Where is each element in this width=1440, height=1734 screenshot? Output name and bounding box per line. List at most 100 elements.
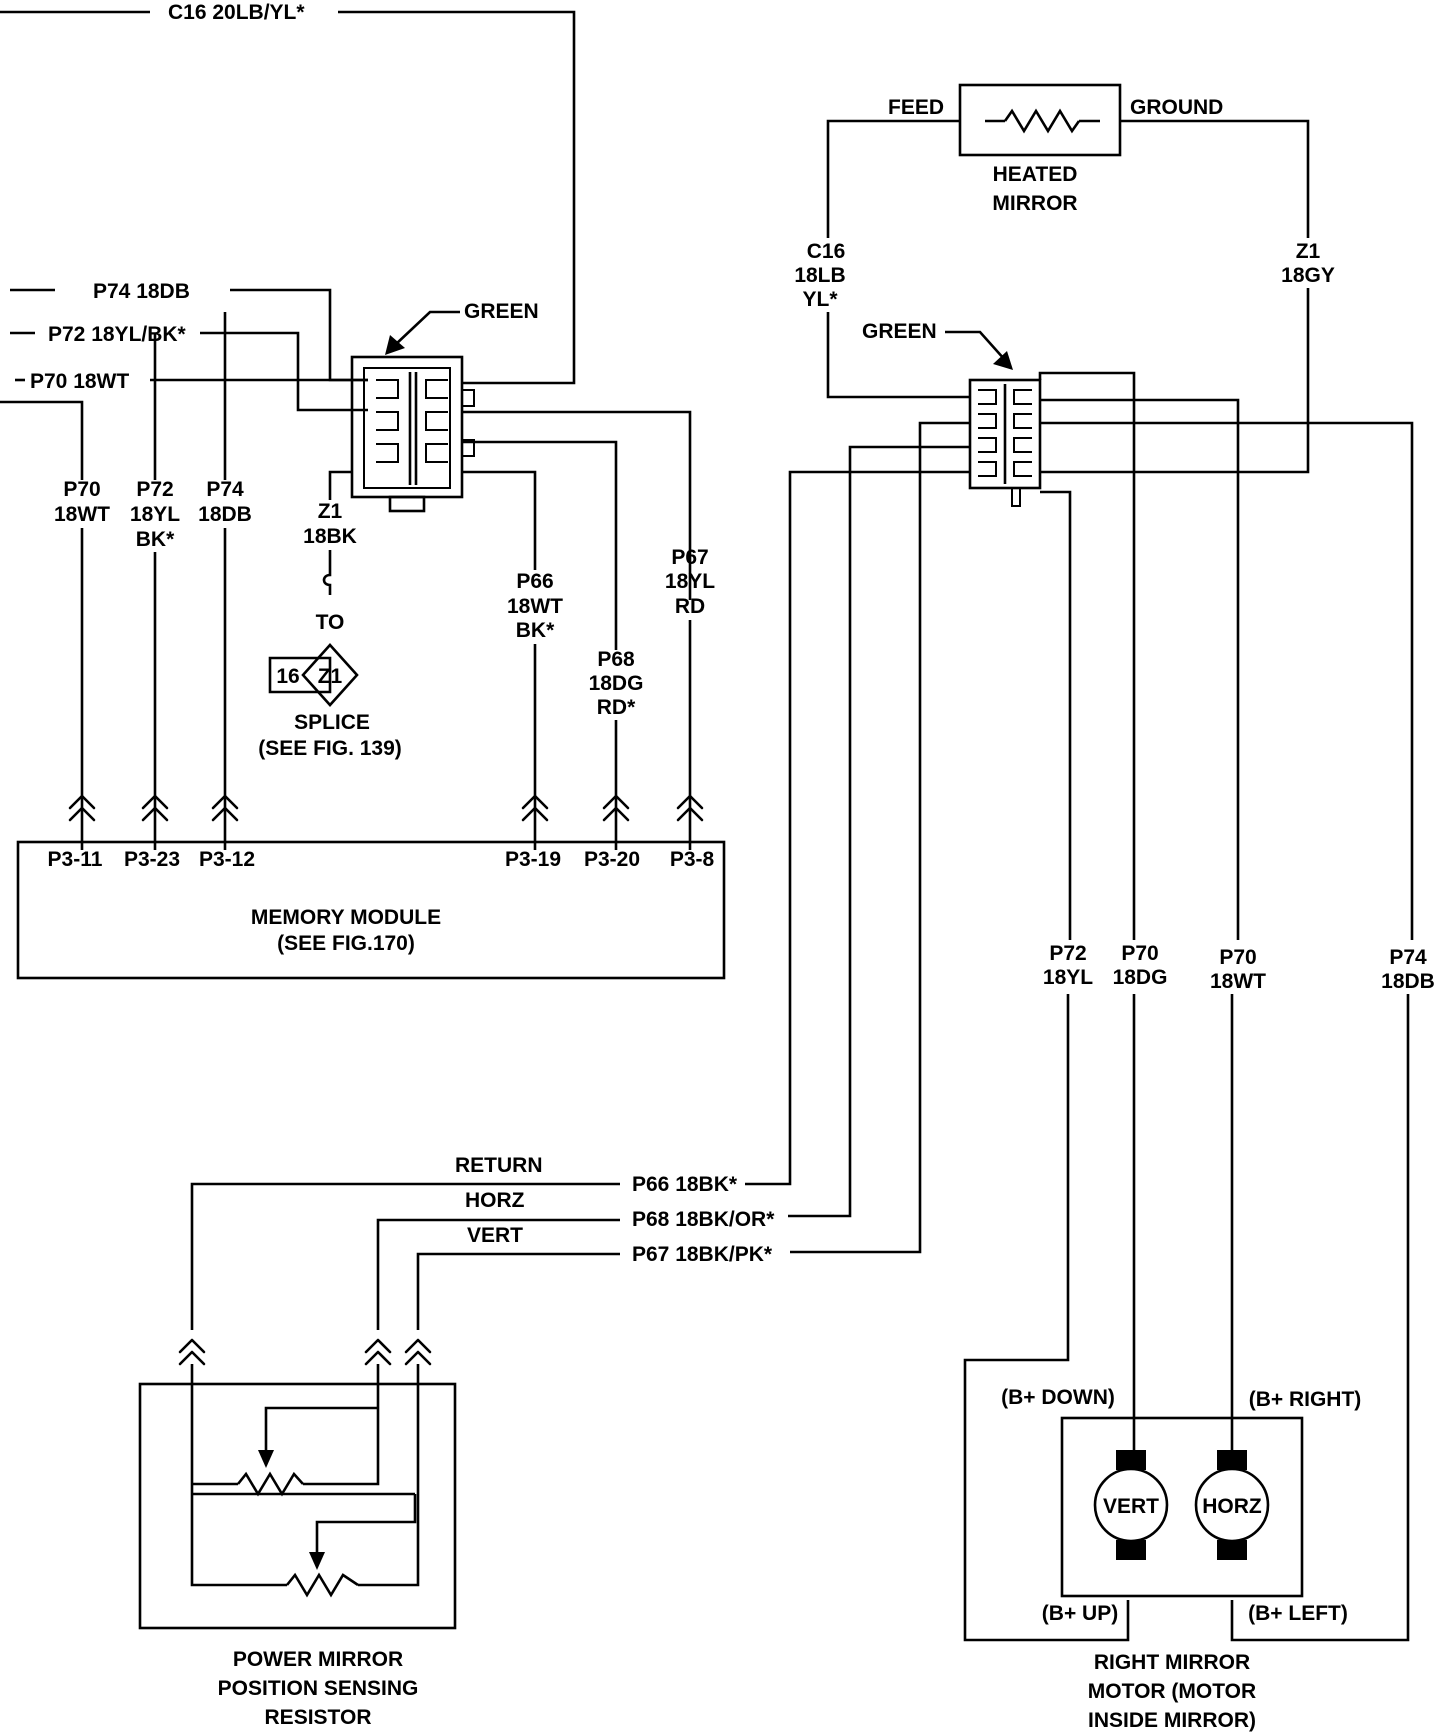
diagram-label: (B+ RIGHT)	[1249, 1388, 1362, 1411]
diagram-label: POSITION SENSING	[218, 1677, 419, 1700]
diagram-label: RIGHT MIRROR	[1094, 1651, 1250, 1674]
diagram-label: HEATED	[993, 163, 1078, 186]
diagram-label: 18DG	[589, 672, 644, 695]
left-drop-branches	[0, 312, 227, 480]
diagram-label: P3-23	[124, 848, 180, 871]
diagram-label: P3-20	[584, 848, 640, 871]
diagram-label: POWER MIRROR	[233, 1648, 403, 1671]
sensor-wires: RETURN HORZ VERT P66 18BK* P68 18BK/OR* …	[190, 1154, 775, 1330]
wire-p70-label: P70 18WT	[30, 370, 129, 393]
diagram-label: (B+ UP)	[1042, 1602, 1118, 1625]
diagram-label: TO	[316, 611, 345, 634]
diagram-label: C16	[807, 240, 846, 263]
position-sensing-resistor: POWER MIRROR POSITION SENSING RESISTOR	[138, 1338, 457, 1729]
wire-p72-label: P72 18YL/BK*	[48, 323, 187, 346]
diagram-label: 18WT	[507, 595, 563, 618]
diagram-label: (SEE FIG.170)	[277, 932, 415, 955]
diagram-label: MEMORY MODULE	[251, 906, 441, 929]
diagram-label: RETURN	[455, 1154, 543, 1177]
diagram-label: P70	[1219, 946, 1256, 969]
diagram-label: Z1	[318, 500, 343, 523]
motor-wire-labels: P72 18YL P70 18DG P70 18WT P74 18DB	[1043, 942, 1435, 993]
diagram-label: MIRROR	[992, 192, 1077, 215]
diagram-label: P68 18BK/OR*	[632, 1208, 775, 1231]
right-connector-wires	[745, 371, 1414, 1254]
diagram-label: P70	[63, 478, 100, 501]
wire-p74-label: P74 18DB	[93, 280, 190, 303]
drop-p68: P68 18DG RD*	[589, 648, 644, 850]
diagram-label: 18YL	[1043, 966, 1093, 989]
drop-p66: P66 18WT BK*	[507, 570, 563, 850]
diagram-label: P70	[1121, 942, 1158, 965]
heated-ground-wire: GROUND Z1 18GY	[1040, 96, 1335, 474]
diagram-label: RD*	[597, 696, 636, 719]
drop-p72: P72 18YL BK*	[130, 478, 180, 850]
diagram-label: RD	[675, 595, 705, 618]
diagram-label: 18YL	[130, 503, 180, 526]
diagram-label: Z1	[1296, 240, 1321, 263]
diagram-label: P3-8	[670, 848, 715, 871]
diagram-label: GREEN	[862, 320, 937, 343]
memory-module: P3-11 P3-23 P3-12 P3-19 P3-20 P3-8 MEMOR…	[16, 794, 726, 980]
diagram-label: 18WT	[1210, 970, 1266, 993]
diagram-label: P67 18BK/PK*	[632, 1243, 773, 1266]
diagram-label: SPLICE	[294, 711, 370, 734]
diagram-label: 18DB	[1381, 970, 1435, 993]
memory-module-terminals	[68, 794, 704, 822]
diagram-label: (SEE FIG. 139)	[258, 737, 402, 760]
diagram-label: P72	[136, 478, 173, 501]
diagram-label: 18WT	[54, 503, 110, 526]
diagram-label: YL*	[802, 288, 838, 311]
diagram-label: 18BK	[303, 525, 357, 548]
horz-motor: HORZ	[1194, 1450, 1270, 1560]
diagram-label: VERT	[467, 1224, 523, 1247]
diagram-label: P74	[1389, 946, 1427, 969]
diagram-label: 18DG	[1113, 966, 1168, 989]
diagram-label: BK*	[516, 619, 555, 642]
diagram-label: P3-11	[48, 848, 103, 871]
diagram-label: BK*	[136, 528, 175, 551]
diagram-label: (B+ LEFT)	[1248, 1602, 1348, 1625]
top-wire-label: C16 20LB/YL*	[168, 1, 305, 24]
diagram-label: MOTOR (MOTOR	[1088, 1680, 1256, 1703]
diagram-label: INSIDE MIRROR)	[1088, 1709, 1256, 1732]
diagram-label: P66	[516, 570, 553, 593]
diagram-label: P3-19	[505, 848, 561, 871]
ground-splice: Z1 18BK TO 16 Z1 SPLICE (SEE FIG. 139)	[258, 500, 402, 760]
vert-motor: VERT	[1093, 1450, 1169, 1560]
drop-p74: P74 18DB	[198, 478, 252, 850]
left-green-label: GREEN	[464, 300, 539, 323]
diagram-label: 18LB	[794, 264, 845, 287]
diagram-label: 18DB	[198, 503, 252, 526]
splice-id: Z1	[318, 665, 343, 688]
diagram-label: P68	[597, 648, 635, 671]
wire-p70-left: P70 18WT	[15, 370, 368, 393]
diagram-label: 18YL	[665, 570, 715, 593]
left-green-callout: GREEN	[385, 300, 539, 355]
diagram-label: P74	[206, 478, 244, 501]
right-green-callout: GREEN	[862, 320, 1013, 370]
heated-mirror: HEATED MIRROR	[958, 83, 1122, 215]
diagram-label: P3-12	[199, 848, 255, 871]
diagram-label: (B+ DOWN)	[1001, 1386, 1115, 1409]
wire-p72-left: P72 18YL/BK*	[10, 323, 368, 412]
right-mirror-motor: (B+ DOWN) (B+ RIGHT) (B+ UP) (B+ LEFT) V…	[1001, 1386, 1361, 1732]
diagram-label: VERT	[1103, 1495, 1159, 1518]
diagram-label: FEED	[888, 96, 944, 119]
left-connector-exits	[328, 410, 692, 650]
diagram-label: 18GY	[1281, 264, 1335, 287]
right-mirror-connector	[968, 378, 1042, 507]
splice-number: 16	[276, 665, 299, 688]
diagram-label: P67	[671, 546, 708, 569]
diagram-label: P72	[1049, 942, 1086, 965]
motor-wire-drops	[963, 994, 1410, 1642]
diagram-label: HORZ	[1202, 1495, 1262, 1518]
heated-feed-wire: FEED C16 18LB YL*	[794, 96, 970, 399]
drop-p70: P70 18WT	[54, 478, 110, 850]
diagram-label: GROUND	[1130, 96, 1223, 119]
diagram-label: P66 18BK*	[632, 1173, 738, 1196]
top-wire-c16: C16 20LB/YL*	[0, 1, 576, 385]
diagram-label: HORZ	[465, 1189, 525, 1212]
drop-p67: P67 18YL RD	[665, 546, 715, 850]
